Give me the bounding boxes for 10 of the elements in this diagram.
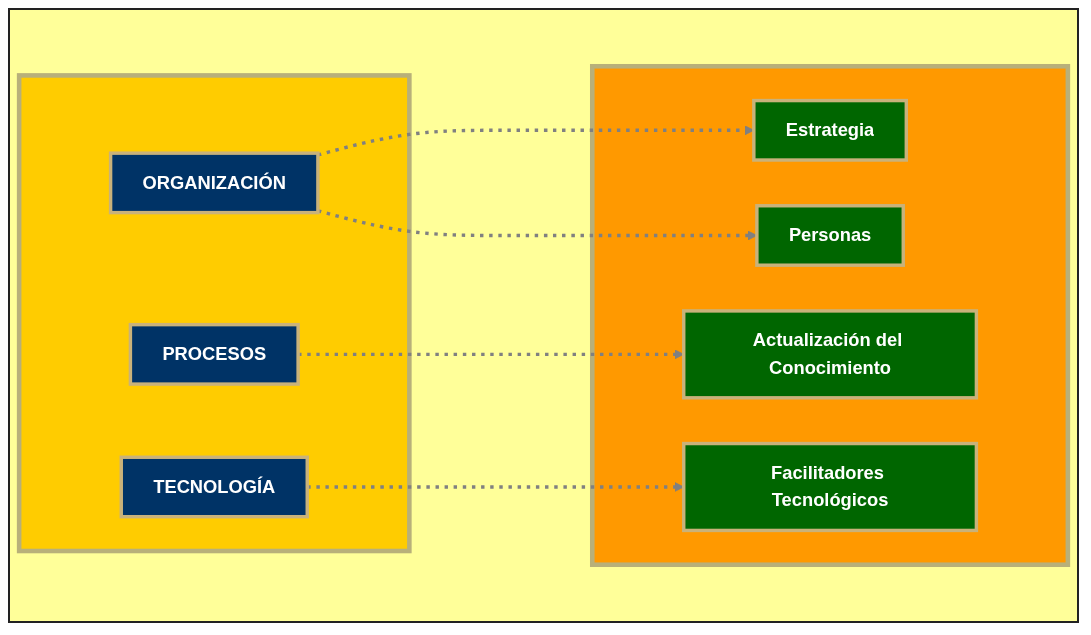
cluster xyxy=(16,73,412,554)
node-box xyxy=(755,204,905,267)
node-box xyxy=(119,455,309,519)
node-box xyxy=(682,309,979,400)
node-box xyxy=(128,322,300,386)
cluster xyxy=(590,64,1071,567)
node-box xyxy=(682,441,979,533)
node-box xyxy=(752,98,908,162)
node-box xyxy=(108,151,320,215)
diagram-background: ORGANIZACIÓN PROCESOS TECNOLOGÍA Estrategia Personas Actualización del Conocimiento Facilitadores Tecnológicos xyxy=(8,8,1079,623)
